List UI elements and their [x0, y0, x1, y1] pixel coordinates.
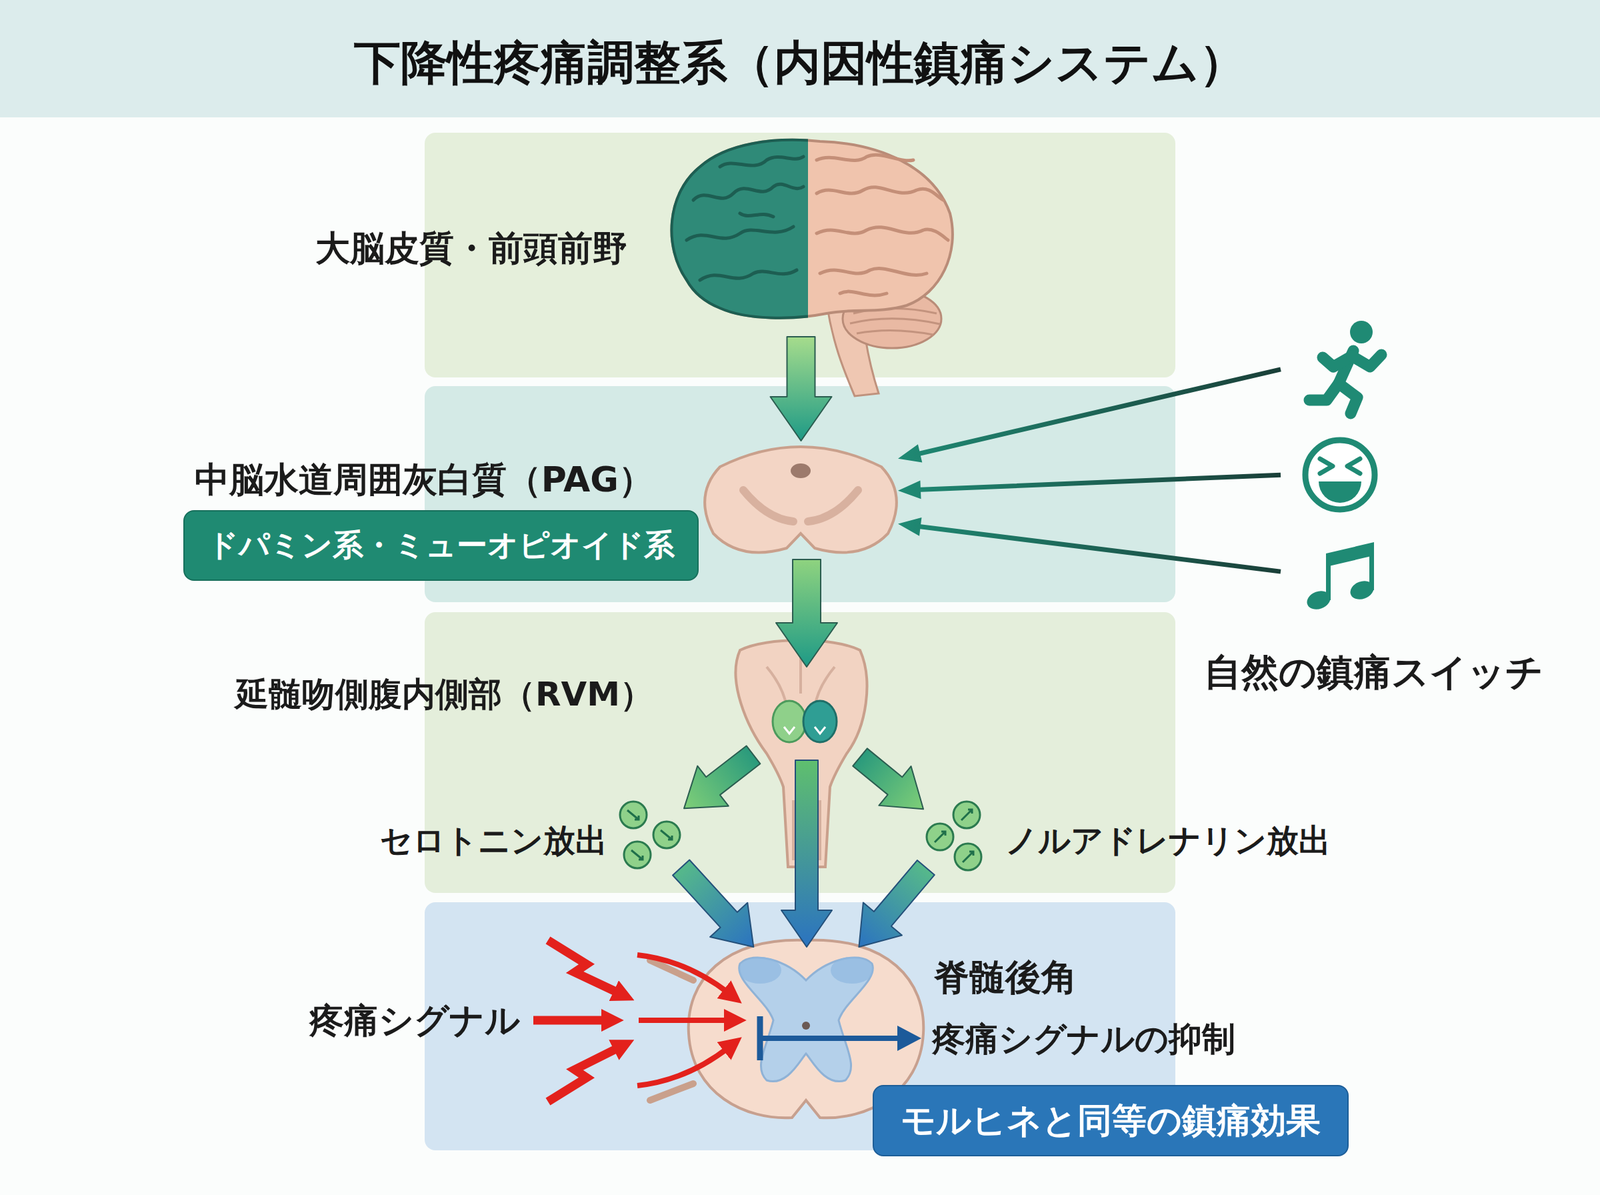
- arrow-connector: [781, 760, 832, 947]
- midbrain-section: [704, 446, 897, 552]
- running-icon: [1352, 354, 1382, 367]
- arrow-connector: [672, 860, 754, 947]
- effect-badge: モルヒネと同等の鎮痛効果: [872, 1084, 1349, 1156]
- brain-figure: [671, 140, 808, 318]
- region-label: 脊髄後角: [933, 954, 1078, 1000]
- transmitter-dots: [954, 843, 982, 870]
- arrow-connector: [852, 748, 924, 809]
- transmitter-dots: [624, 841, 651, 868]
- release-label: ノルアドレナリン放出: [1005, 820, 1331, 860]
- brain-figure: [840, 291, 887, 296]
- dot-arrows: [627, 810, 639, 820]
- switch-icon-group: 自然の鎮痛スイッチ: [1280, 320, 1407, 620]
- region-label: 中脳水道周囲灰白質（PAG）: [194, 458, 654, 502]
- arrow-connector: [898, 366, 1282, 462]
- inhibition-label: 疼痛シグナルの抑制: [932, 1018, 1236, 1060]
- diagram-title: 下降性疼痛調整系（内因性鎮痛システム）: [0, 32, 1600, 95]
- arrow-connector: [898, 472, 1281, 500]
- brain-figure: [816, 227, 948, 240]
- midbrain-section: [704, 446, 897, 552]
- medulla-section: [803, 700, 837, 742]
- transmitter-dots: [953, 801, 980, 828]
- system-badge: ドパミン系・ミューオピオイド系: [183, 510, 699, 581]
- midbrain-region: 中脳水道周囲灰白質（PAG）: [704, 440, 898, 560]
- arrow-connector: [684, 745, 760, 808]
- smile-icon: [1305, 440, 1375, 510]
- dorsal-horn-region: 脊髄後角: [723, 946, 894, 1067]
- transmitter-dots: [926, 823, 954, 850]
- pain-signal-arrows: [533, 1016, 608, 1025]
- title-band: [0, 0, 1600, 118]
- music-icon: [1304, 542, 1377, 612]
- pain-signal-arrows: [637, 954, 730, 994]
- transmitter-dots: [653, 821, 680, 848]
- switch-label: 自然の鎮痛スイッチ: [1204, 648, 1544, 696]
- badge-text: ドパミン系・ミューオピオイド系: [207, 520, 675, 570]
- region-label: 大脳皮質・前頭前野: [315, 226, 628, 270]
- spinal-cord-section: [739, 957, 874, 1082]
- inhibition-symbol: [760, 1016, 922, 1060]
- release-cluster: ノルアドレナリン放出: [923, 800, 985, 868]
- dot-arrows: [961, 809, 972, 820]
- dot-arrows: [934, 831, 946, 842]
- brain-figure: [816, 154, 914, 161]
- pain-signal-arrows: [548, 1046, 620, 1102]
- pain-signal-arrows: [548, 940, 620, 994]
- smile-icon: [1305, 440, 1375, 510]
- brain-figure: [816, 154, 948, 296]
- arrow-connector: [776, 559, 838, 667]
- brain-figure: [720, 156, 804, 167]
- brain-figure: [820, 268, 927, 276]
- transmitter-dots: [620, 801, 647, 828]
- smile-icon: [1318, 481, 1362, 503]
- signal-label: 疼痛シグナル: [309, 998, 520, 1042]
- region-label: 延髄吻側腹内側部（RVM）: [235, 673, 654, 716]
- layer-band: [424, 132, 1176, 1150]
- arrow-connector: [898, 517, 1281, 574]
- running-icon: [1309, 383, 1339, 400]
- inhibition-symbol: [760, 1035, 902, 1041]
- release-label: セロトニン放出: [380, 820, 608, 860]
- spinal-cord-section: [650, 1083, 694, 1100]
- release-cluster: セロトニン放出: [617, 800, 684, 868]
- pain-signal-arrows: [533, 940, 731, 1102]
- medulla-section: [784, 726, 826, 734]
- brain-figure: [686, 156, 804, 280]
- inhibition-symbol: [897, 1025, 922, 1051]
- running-icon: [1350, 320, 1373, 344]
- midbrain-section: [790, 463, 811, 478]
- smile-icon: [1320, 458, 1360, 474]
- medulla-section: [772, 700, 806, 742]
- dot-arrows: [631, 850, 643, 860]
- music-icon: [1326, 542, 1374, 567]
- medulla-region: 延髄吻側腹内側部（RVM）: [753, 666, 860, 760]
- pain-signal-arrows: [637, 1046, 730, 1086]
- brain-figure: [740, 213, 774, 217]
- midbrain-section: [743, 490, 858, 522]
- spinal-cord-section: [830, 956, 874, 984]
- spinal-cord-section: [738, 956, 782, 984]
- dot-arrows: [962, 851, 974, 862]
- badge-text: モルヒネと同等の鎮痛効果: [900, 1095, 1321, 1146]
- brain-region: 大脳皮質・前頭前野: [668, 142, 954, 337]
- pain-signal-arrows: [638, 1017, 731, 1023]
- running-icon: [1309, 320, 1382, 414]
- brain-figure: [850, 308, 940, 336]
- brain-figure: [816, 187, 944, 200]
- brain-figure: [671, 140, 952, 318]
- arrow-connector: [770, 336, 832, 441]
- dot-arrows: [660, 830, 672, 840]
- arrow-connector: [858, 860, 934, 947]
- brain-figure: [686, 226, 794, 240]
- brain-figure: [700, 270, 797, 280]
- brain-figure: [693, 184, 804, 200]
- spinal-cord-section: [802, 1021, 810, 1030]
